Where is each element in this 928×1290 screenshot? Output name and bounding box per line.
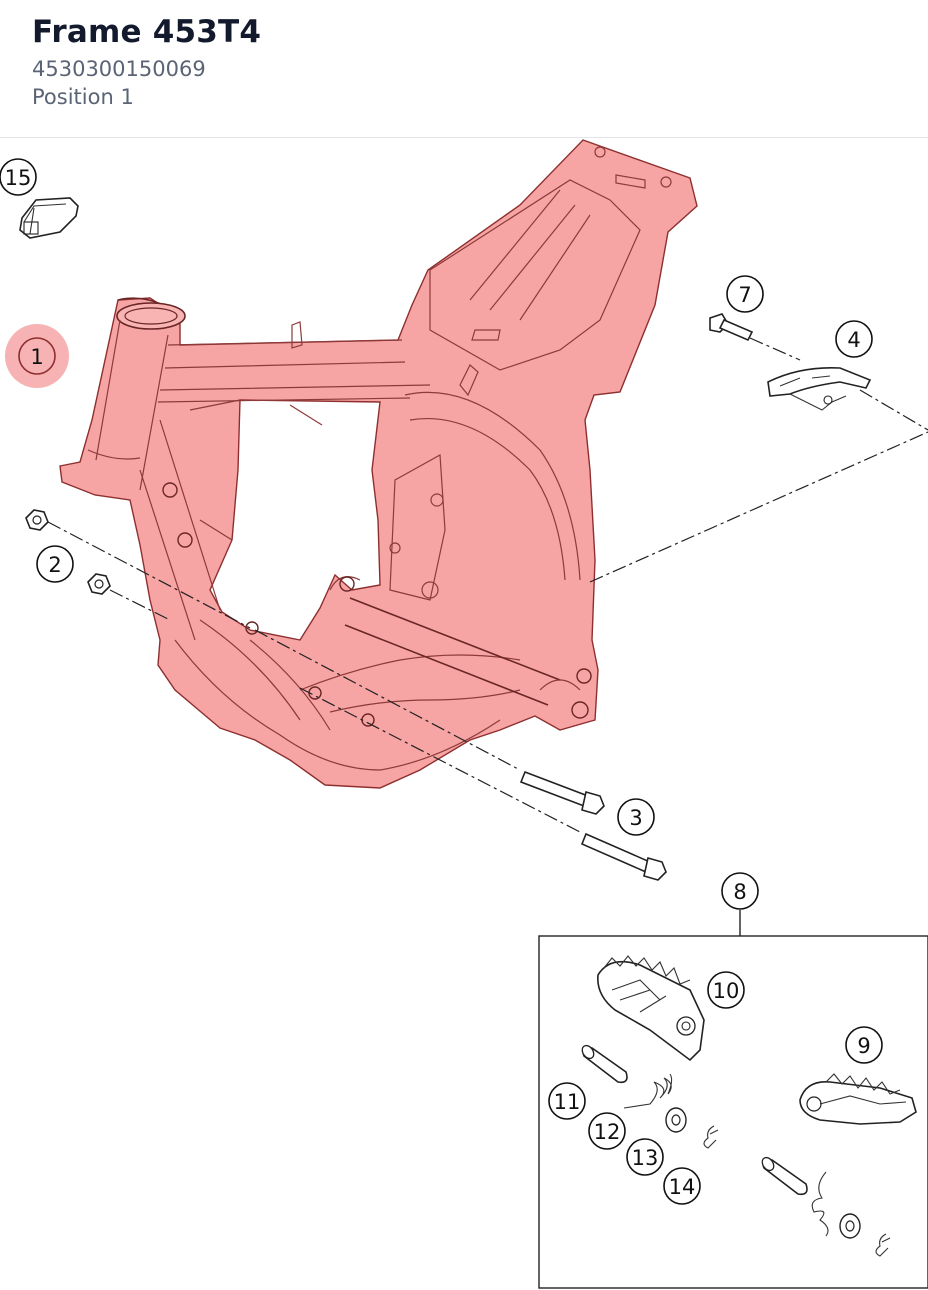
washer-part-right[interactable] (839, 1213, 861, 1239)
callout-10-label: 10 (713, 979, 740, 1003)
bolt-part-upper[interactable] (519, 770, 605, 815)
pin-part-left[interactable] (580, 1043, 628, 1084)
callout-12-label: 12 (594, 1120, 621, 1144)
callout-11-label: 11 (554, 1090, 581, 1114)
callout-7-label: 7 (738, 283, 751, 307)
callout-2[interactable]: 2 (36, 545, 74, 583)
callout-1[interactable]: 1 (5, 324, 69, 388)
callout-12[interactable]: 12 (588, 1112, 626, 1150)
callout-11[interactable]: 11 (548, 1082, 586, 1120)
callout-8[interactable]: 8 (721, 872, 759, 910)
pin-bolt-part[interactable] (709, 313, 754, 342)
page-header: Frame 453T4 4530300150069 Position 1 (0, 0, 928, 138)
frame-part[interactable] (59, 139, 698, 789)
callout-13-label: 13 (632, 1146, 659, 1170)
pin-part-right[interactable] (760, 1155, 808, 1196)
diagram-canvas: 1 15 2 3 4 7 8 9 10 11 12 13 (0, 139, 928, 1289)
callout-15-label: 15 (5, 166, 32, 190)
nut-part-upper[interactable] (25, 509, 49, 531)
callout-4[interactable]: 4 (835, 320, 873, 358)
callout-15[interactable]: 15 (0, 158, 37, 196)
callout-10[interactable]: 10 (707, 971, 745, 1009)
callout-9-label: 9 (857, 1034, 870, 1058)
spring-part-right[interactable] (811, 1171, 829, 1237)
nut-part-lower[interactable] (87, 573, 111, 595)
callout-13[interactable]: 13 (626, 1138, 664, 1176)
callout-2-label: 2 (48, 553, 61, 577)
assembly-lines (47, 337, 928, 833)
callout-4-label: 4 (847, 328, 860, 352)
cap-part[interactable] (19, 197, 79, 239)
callout-3[interactable]: 3 (617, 798, 655, 836)
callout-9[interactable]: 9 (845, 1026, 883, 1064)
clip-part-left[interactable] (703, 1125, 719, 1149)
callout-14-label: 14 (669, 1175, 696, 1199)
page-title: Frame 453T4 (32, 14, 262, 50)
footpeg-part-left[interactable] (597, 955, 705, 1062)
guard-part[interactable] (767, 366, 872, 411)
washer-part-left[interactable] (665, 1107, 687, 1133)
part-number: 4530300150069 (32, 57, 206, 81)
bolt-part-lower[interactable] (580, 832, 667, 881)
callout-7[interactable]: 7 (726, 275, 764, 313)
callout-8-label: 8 (733, 880, 746, 904)
footpeg-part-right[interactable] (799, 1073, 917, 1125)
spring-part-left[interactable] (623, 1073, 673, 1109)
clip-part-right[interactable] (875, 1233, 891, 1257)
callout-1-label: 1 (30, 345, 43, 369)
exploded-parts-diagram: 1 15 2 3 4 7 8 9 10 11 12 13 (0, 138, 928, 1290)
footpeg-assembly-box (538, 910, 928, 1289)
position-label: Position 1 (32, 85, 134, 109)
callout-3-label: 3 (629, 806, 642, 830)
callout-14[interactable]: 14 (663, 1167, 701, 1205)
